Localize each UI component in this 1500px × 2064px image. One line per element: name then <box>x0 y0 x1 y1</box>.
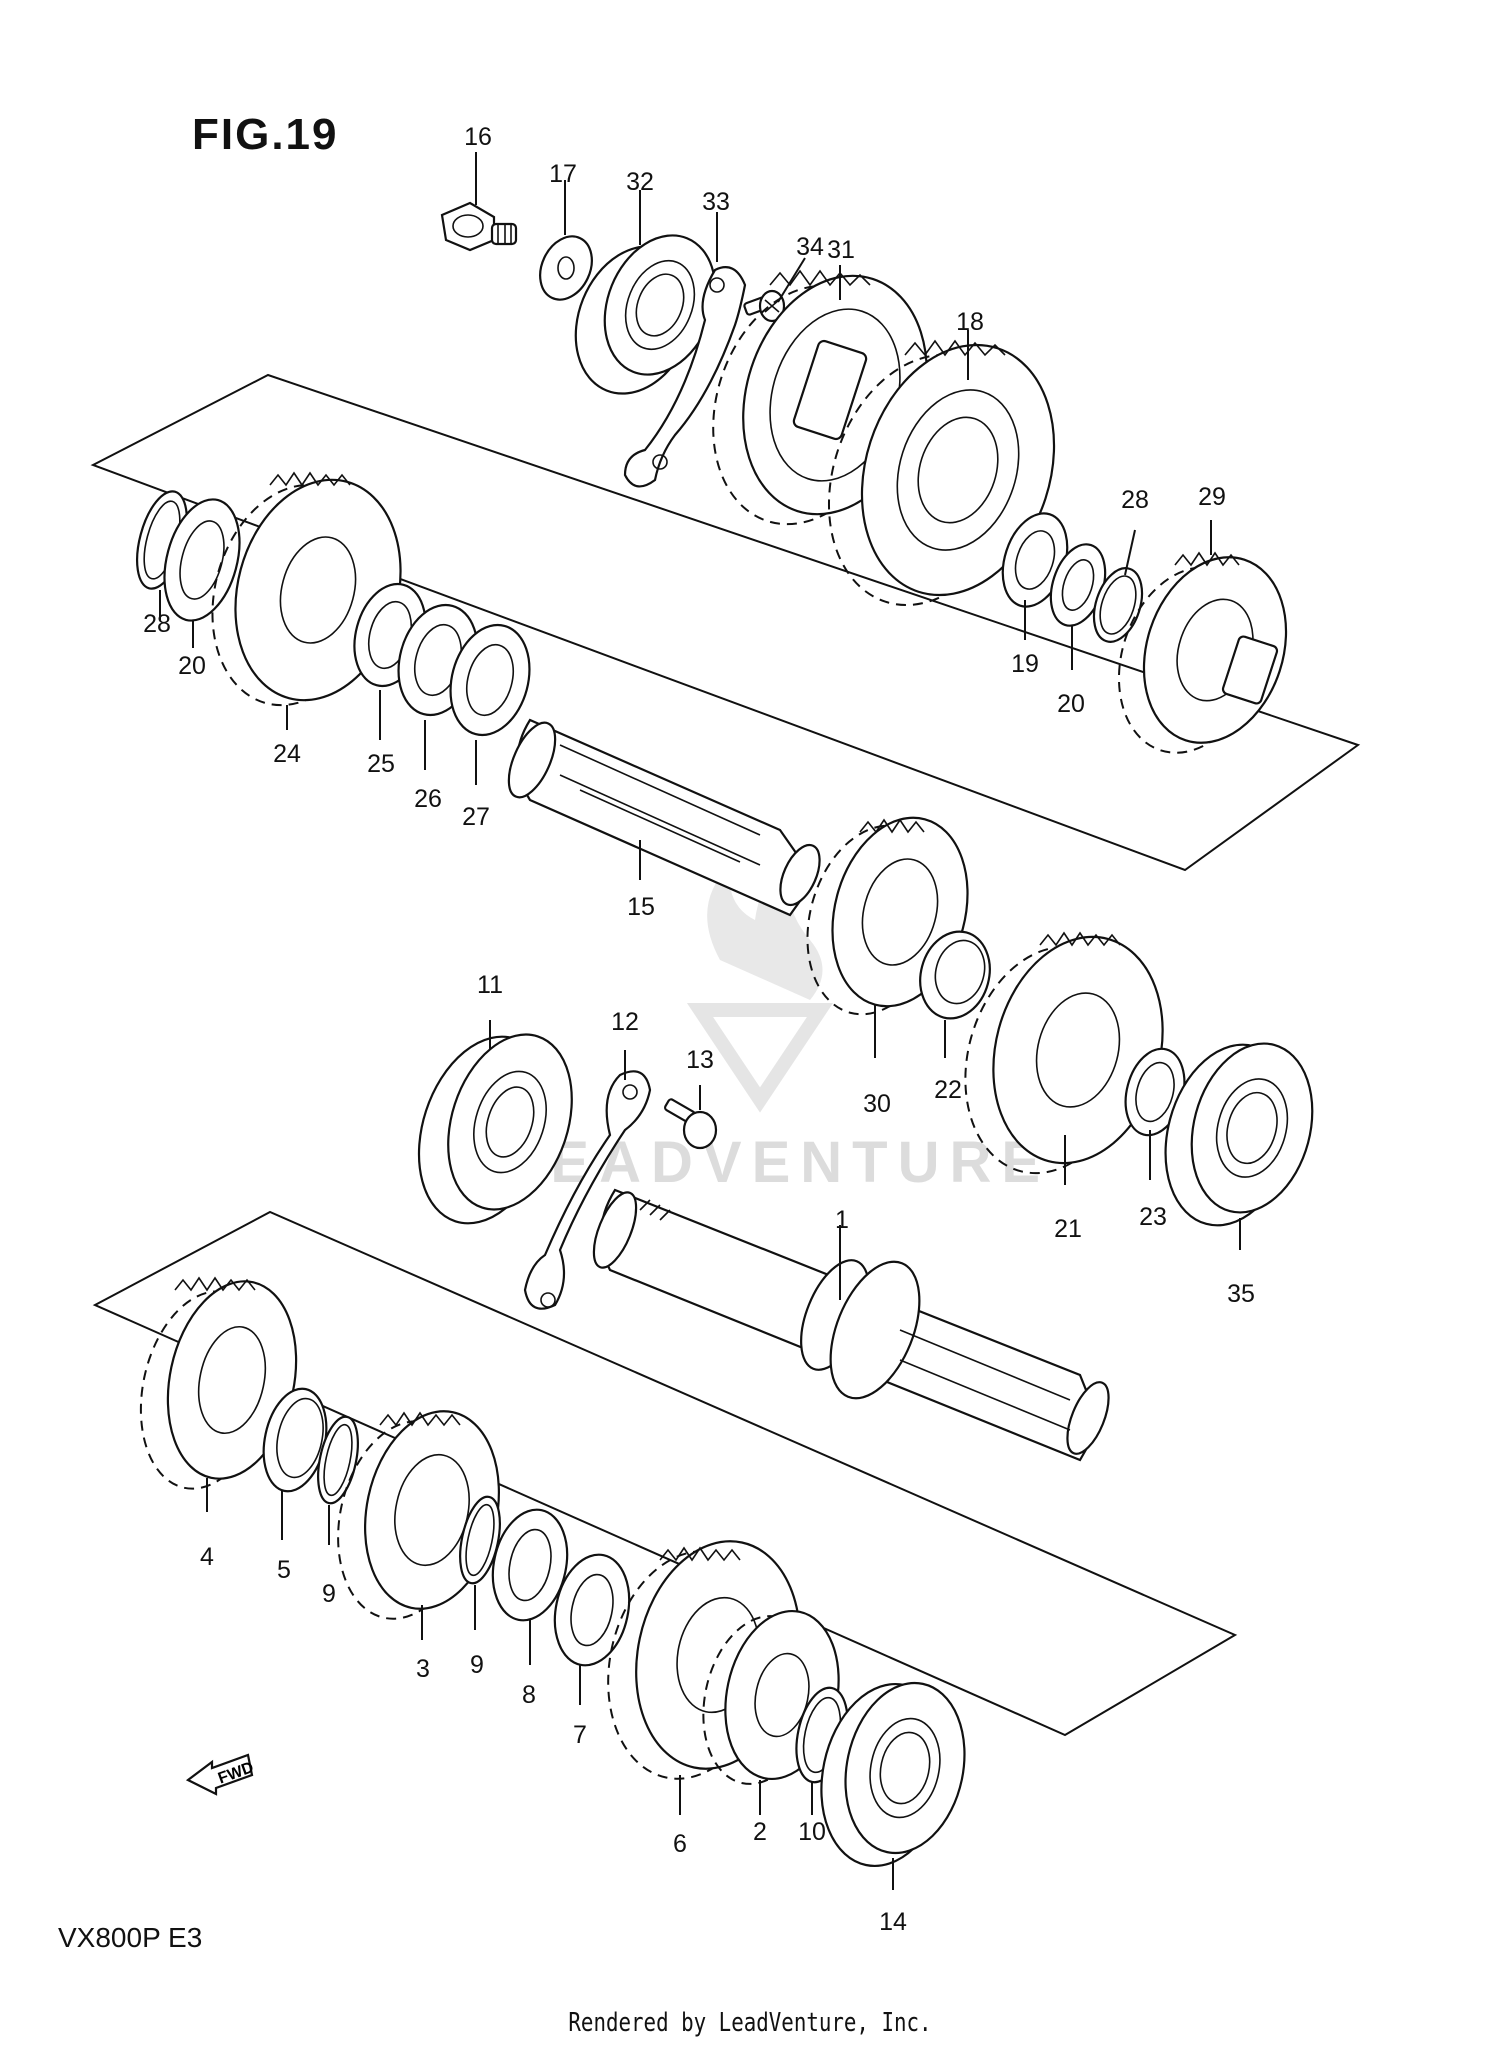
bearing-retainer-part-12 <box>523 1070 652 1310</box>
circlip-part-9a <box>317 1415 359 1505</box>
figure-title: FIG.19 <box>192 110 339 159</box>
callout-20: 20 <box>1057 690 1085 718</box>
leader-lines <box>159 152 1241 1890</box>
callout-21: 21 <box>1054 1215 1082 1243</box>
callout-22: 22 <box>934 1076 962 1104</box>
fwd-arrow-icon: FWD <box>185 1753 256 1796</box>
bearing-part-14 <box>820 1681 966 1868</box>
bushing-part-22 <box>919 930 991 1020</box>
callout-3: 3 <box>416 1655 430 1683</box>
callout-labels: 16 17 32 33 34 31 18 28 29 28 20 24 25 2… <box>143 123 1255 1936</box>
callout-2: 2 <box>753 1818 767 1846</box>
screw-part-13 <box>664 1098 718 1150</box>
callout-31: 31 <box>827 236 855 264</box>
gear-part-29 <box>1117 551 1288 754</box>
bolt-part-16 <box>440 201 518 252</box>
callout-13: 13 <box>686 1046 714 1074</box>
callout-18: 18 <box>956 308 984 336</box>
callout-12: 12 <box>611 1008 639 1036</box>
callout-1: 1 <box>835 1206 849 1234</box>
countershaft-group-frame <box>90 373 1361 872</box>
callout-9: 9 <box>322 1580 336 1608</box>
callout-5: 5 <box>277 1556 291 1584</box>
callout-19: 19 <box>1011 650 1039 678</box>
callout-27: 27 <box>462 803 490 831</box>
circlip-part-9b <box>459 1495 501 1585</box>
washer-part-20a <box>163 498 241 622</box>
callout-28: 28 <box>1121 486 1149 514</box>
callout-17: 17 <box>549 160 577 188</box>
callout-34: 34 <box>796 233 824 261</box>
callout-28: 28 <box>143 610 171 638</box>
callout-20: 20 <box>178 652 206 680</box>
callout-33: 33 <box>702 188 730 216</box>
callout-25: 25 <box>367 750 395 778</box>
bearing-part-35 <box>1164 1042 1314 1227</box>
callout-10: 10 <box>798 1818 826 1846</box>
callout-4: 4 <box>200 1543 214 1571</box>
callout-11: 11 <box>477 971 503 999</box>
footer-credit: Rendered by LeadVenture, Inc. <box>568 2008 932 2038</box>
lockwasher-part-27 <box>449 623 531 737</box>
lockwasher-part-8 <box>491 1508 569 1622</box>
callout-16: 16 <box>464 123 492 151</box>
washer-part-17 <box>539 235 593 301</box>
model-label: VX800P E3 <box>58 1922 203 1953</box>
screw-part-34 <box>743 289 786 323</box>
callout-24: 24 <box>273 740 301 768</box>
bearing-part-11 <box>417 1033 573 1225</box>
bearing-retainer-part-33 <box>623 266 747 488</box>
lockwasher-part-7 <box>553 1553 631 1667</box>
callout-26: 26 <box>414 785 442 813</box>
callout-23: 23 <box>1139 1203 1167 1231</box>
callout-29: 29 <box>1198 483 1226 511</box>
callout-7: 7 <box>573 1721 587 1749</box>
bearing-part-32 <box>574 234 717 395</box>
countershaft-part-15 <box>507 718 821 917</box>
callout-8: 8 <box>522 1681 536 1709</box>
callout-9: 9 <box>470 1651 484 1679</box>
mainshaft-part-1 <box>592 1188 1110 1462</box>
callout-6: 6 <box>673 1830 687 1858</box>
bushing-part-5 <box>262 1387 328 1493</box>
callout-32: 32 <box>626 168 654 196</box>
gear-part-18 <box>827 339 1056 607</box>
callout-30: 30 <box>863 1090 891 1118</box>
callout-35: 35 <box>1227 1280 1255 1308</box>
circlip-part-28b <box>1092 567 1144 643</box>
callout-15: 15 <box>627 893 655 921</box>
callout-14: 14 <box>879 1908 907 1936</box>
